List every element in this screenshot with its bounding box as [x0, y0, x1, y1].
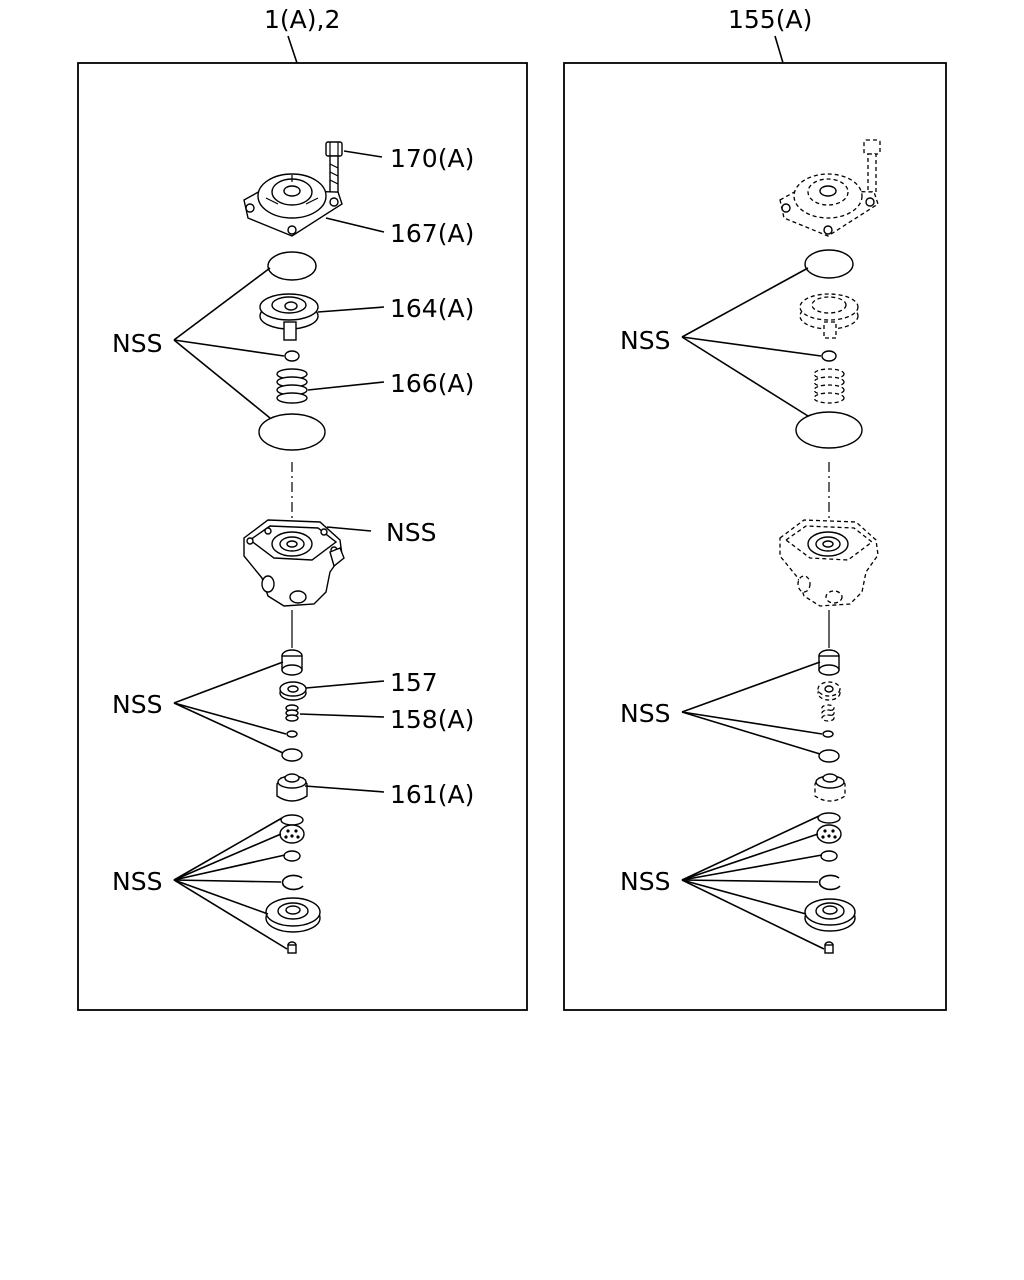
stem-ghost [818, 649, 840, 676]
left-panel-frame [77, 62, 528, 1011]
o-ring-tiny-ghost [822, 730, 834, 738]
o-ring-small [284, 350, 300, 362]
cap-lower [265, 897, 321, 933]
valve-ghost [814, 773, 846, 802]
label-157: 157 [390, 668, 438, 697]
valve-body-ghost [779, 519, 879, 607]
seat-ghost [817, 681, 841, 701]
cover-167 [243, 173, 343, 237]
right-panel: 155(A) [563, 5, 947, 1011]
o-ring-tiny [286, 730, 298, 738]
label-nss-middle: NSS [112, 690, 162, 719]
spring-small-ghost [821, 704, 835, 722]
label-170: 170(A) [390, 144, 474, 173]
o-ring-mid-ghost [818, 749, 840, 763]
cover-ghost [779, 173, 879, 237]
valve-161 [276, 773, 308, 802]
ring-lower-ghost [817, 812, 841, 824]
label-nss-lower: NSS [112, 867, 162, 896]
bolt-170 [325, 141, 343, 197]
piston-ghost [799, 293, 859, 339]
label-161: 161(A) [390, 780, 474, 809]
label-164: 164(A) [390, 294, 474, 323]
stem [281, 649, 303, 676]
left-panel: 1(A),2 [77, 5, 528, 1011]
left-panel-title: 1(A),2 [264, 5, 340, 34]
label-nss-upper-right: NSS [620, 326, 670, 355]
spring-158 [285, 704, 299, 722]
plug-lower [287, 941, 297, 954]
snap-ring [281, 874, 304, 891]
valve-body [243, 519, 345, 607]
label-167: 167(A) [390, 219, 474, 248]
diaphragm [258, 413, 326, 451]
right-panel-frame [563, 62, 947, 1011]
washer-lower-ghost [820, 850, 838, 862]
washer-lower [283, 850, 301, 862]
o-ring-small-ghost [821, 350, 837, 362]
label-nss-lower-right: NSS [620, 867, 670, 896]
plate-lower-ghost [816, 824, 842, 844]
cap-lower-ghost [804, 898, 856, 932]
label-nss-body: NSS [386, 518, 436, 547]
snap-ring-ghost [818, 874, 841, 891]
right-leaders [681, 267, 825, 950]
diaphragm-ghost [795, 411, 863, 449]
seat-157 [279, 681, 307, 701]
o-ring-mid [281, 748, 303, 762]
ring-lower [280, 814, 304, 826]
label-nss-middle-right: NSS [620, 699, 670, 728]
left-leaders [173, 150, 385, 950]
spring-ghost [813, 368, 845, 404]
label-166: 166(A) [390, 369, 474, 398]
right-panel-title: 155(A) [728, 5, 812, 34]
plug-lower-ghost [824, 941, 834, 954]
label-158: 158(A) [390, 705, 474, 734]
bolt-ghost [863, 139, 881, 193]
spring-166 [276, 368, 308, 404]
label-nss-upper: NSS [112, 329, 162, 358]
plate-lower [279, 824, 305, 844]
piston-164 [259, 293, 319, 341]
gasket-upper [267, 251, 317, 281]
gasket-upper-ghost [804, 249, 854, 279]
